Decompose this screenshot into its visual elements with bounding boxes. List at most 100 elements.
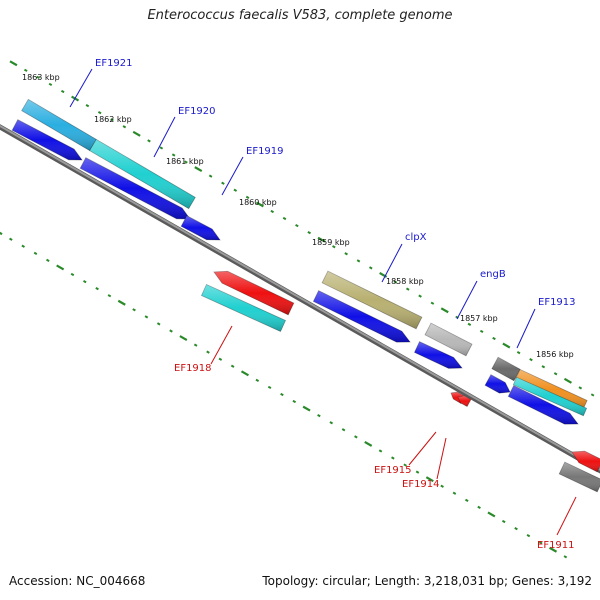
- backbone-line: [0, 124, 600, 474]
- lower-tick: [391, 456, 395, 460]
- label-leader-line: [69, 68, 93, 108]
- upper-tick: [147, 139, 151, 143]
- gene-bar-engb[interactable]: [424, 322, 473, 357]
- lower-tick: [354, 435, 358, 439]
- backbone-highlight: [0, 124, 600, 471]
- upper-tick: [122, 125, 127, 129]
- gene-bar-ef1911[interactable]: [558, 461, 600, 493]
- upper-tick: [578, 386, 583, 390]
- upper-tick: [317, 236, 326, 243]
- lower-tick: [452, 491, 457, 495]
- gene-arrow-ef1918[interactable]: [213, 270, 295, 316]
- upper-tick: [208, 174, 213, 178]
- gene-arrow-clpx[interactable]: [312, 290, 411, 343]
- lower-tick: [378, 449, 383, 453]
- upper-tick: [418, 294, 422, 298]
- upper-tick: [295, 223, 299, 228]
- gene-arrow-ef1911[interactable]: [571, 450, 600, 473]
- gene-arrow-engb[interactable]: [413, 341, 463, 369]
- lower-tick: [193, 343, 198, 347]
- lower-tick: [21, 244, 25, 248]
- gene-arrow-ef1913-b[interactable]: [507, 385, 579, 425]
- upper-tick: [393, 280, 398, 284]
- lower-tick: [9, 237, 13, 241]
- gene-arrow-ef1919[interactable]: [180, 215, 221, 241]
- lower-tick: [549, 546, 558, 553]
- gene-label-reverse: EF1915: [374, 465, 412, 476]
- lower-tick: [95, 287, 99, 291]
- lower-tick: [218, 357, 223, 361]
- lower-tick: [317, 414, 321, 418]
- gene-label-reverse: EF1914: [402, 479, 440, 490]
- lower-tick: [364, 440, 373, 447]
- upper-tick: [492, 336, 496, 341]
- lower-tick: [156, 322, 161, 326]
- gene-arrow-ef1921[interactable]: [11, 119, 83, 161]
- lower-tick: [70, 272, 75, 277]
- label-leader-line: [516, 308, 536, 349]
- gene-features[interactable]: [11, 98, 600, 493]
- upper-tick: [344, 252, 348, 256]
- lower-tick: [477, 505, 481, 510]
- lower-tick: [415, 470, 420, 474]
- lower-tick: [0, 231, 3, 236]
- lower-tick: [255, 378, 260, 382]
- upper-tick: [171, 153, 176, 157]
- gene-bar-clpx[interactable]: [321, 270, 423, 330]
- lower-tick: [82, 279, 87, 284]
- tick-marks: [0, 60, 595, 559]
- gene-bar-ef1913-gray[interactable]: [491, 356, 521, 382]
- gene-arrow-ef1920[interactable]: [79, 157, 191, 220]
- upper-tick: [282, 216, 287, 221]
- upper-tick: [502, 342, 511, 349]
- lower-tick: [206, 350, 210, 354]
- lower-tick: [267, 385, 272, 390]
- label-leader-line: [436, 437, 447, 480]
- lower-tick: [425, 476, 434, 483]
- gene-arrow-ef1914[interactable]: [457, 395, 472, 408]
- lower-tick: [46, 258, 50, 263]
- upper-tick: [85, 103, 90, 108]
- label-leader-line: [456, 280, 478, 320]
- lower-tick: [563, 555, 568, 559]
- label-leader-line: [221, 156, 244, 196]
- upper-tick: [307, 231, 311, 235]
- lower-tick: [464, 498, 469, 502]
- lower-tick: [292, 399, 297, 404]
- gene-label-forward: clpX: [405, 232, 427, 243]
- gene-label-forward: engB: [480, 269, 506, 280]
- gene-bar-ef1918[interactable]: [200, 283, 287, 333]
- lower-tick: [403, 463, 407, 467]
- upper-tick: [36, 75, 40, 79]
- label-leader-line: [381, 243, 403, 283]
- upper-tick: [221, 181, 225, 185]
- kbp-label: 1863 kbp: [22, 73, 60, 82]
- lower-tick: [179, 335, 188, 341]
- upper-tick: [255, 201, 264, 208]
- kbp-label: 1856 kbp: [536, 350, 574, 359]
- gene-bar-ef1913-cyan[interactable]: [512, 376, 588, 417]
- upper-tick: [184, 160, 188, 164]
- lower-tick: [280, 392, 284, 397]
- gene-bar-ef1920[interactable]: [89, 138, 196, 210]
- upper-tick: [9, 60, 18, 67]
- lower-tick: [144, 315, 149, 319]
- lower-tick: [302, 405, 311, 412]
- upper-tick: [440, 307, 449, 314]
- gene-label-forward: EF1921: [95, 58, 133, 69]
- kbp-label: 1858 kbp: [386, 277, 424, 286]
- label-leader-line: [408, 431, 437, 466]
- lower-tick: [33, 251, 38, 255]
- upper-tick: [132, 130, 141, 137]
- upper-tick: [516, 350, 521, 355]
- gene-arrow-ef1913-a[interactable]: [484, 374, 511, 394]
- gene-label-forward: EF1920: [178, 106, 216, 117]
- upper-tick: [369, 266, 373, 270]
- upper-tick: [563, 377, 572, 384]
- kbp-label: 1860 kbp: [239, 198, 277, 207]
- kbp-label: 1857 kbp: [460, 314, 498, 323]
- label-leader-line: [556, 496, 577, 536]
- gene-label-forward: EF1919: [246, 146, 284, 157]
